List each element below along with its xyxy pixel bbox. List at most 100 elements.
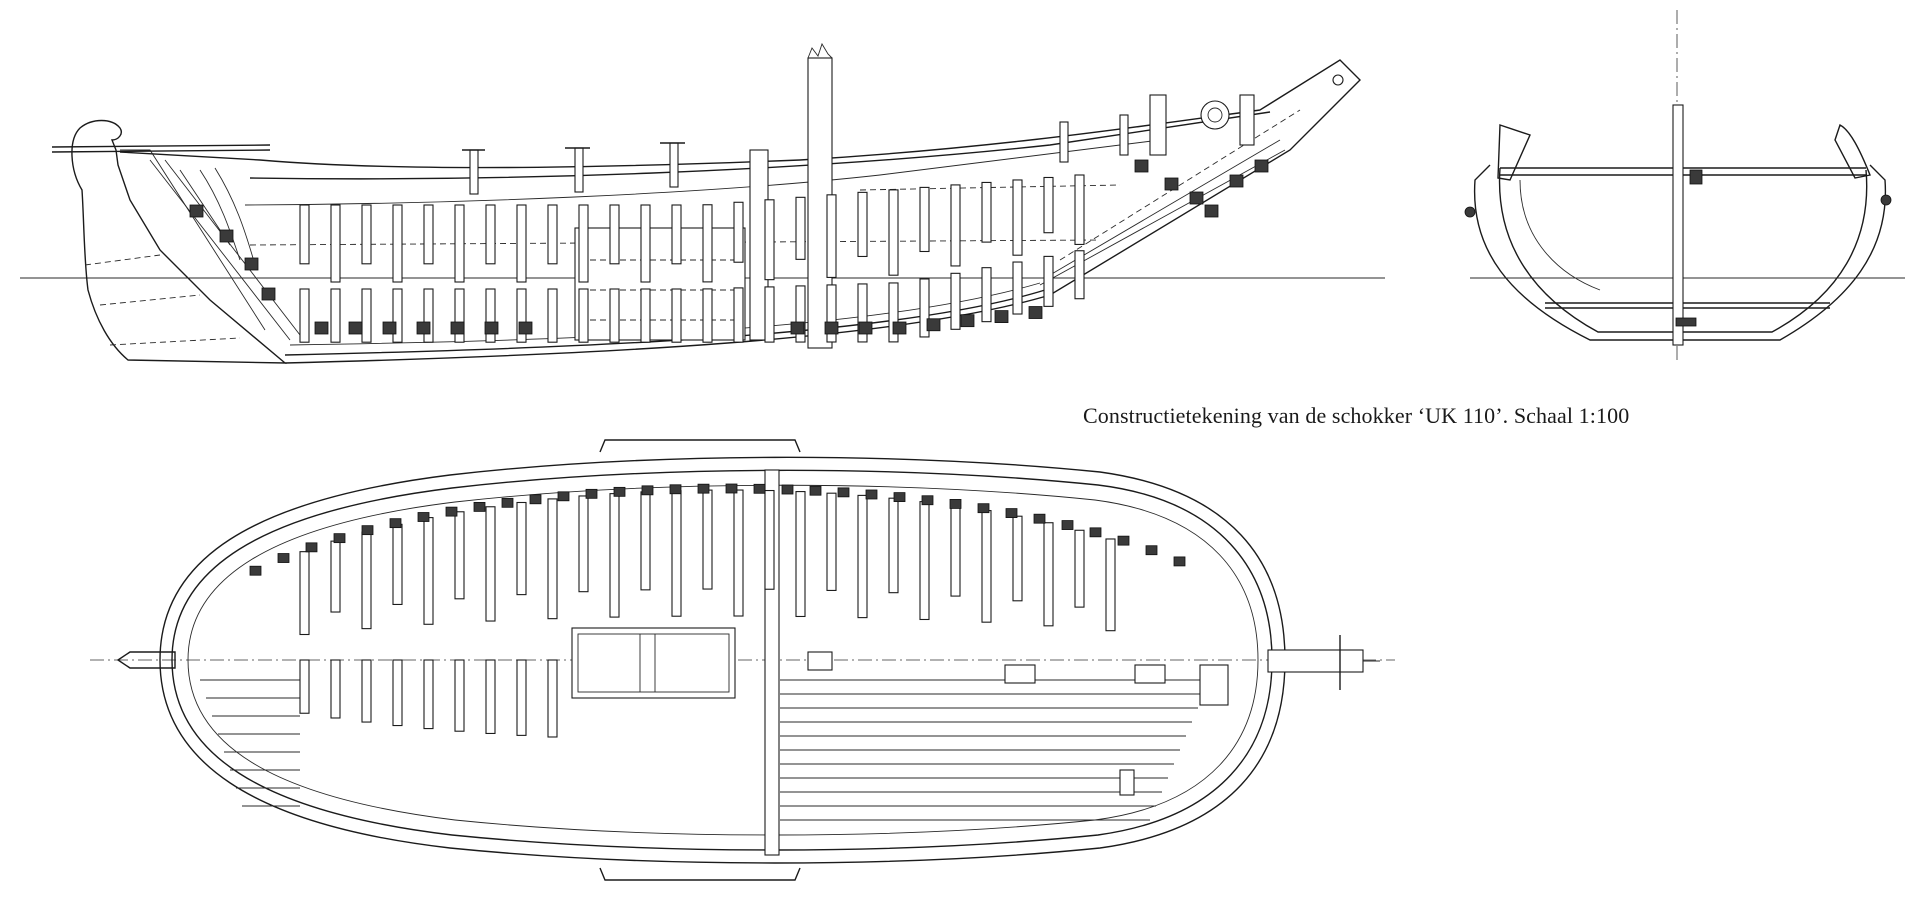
frame [733, 201, 744, 263]
plan-frame [547, 498, 558, 620]
frame [330, 288, 341, 343]
frame-head [977, 503, 990, 514]
frame [578, 204, 589, 283]
frame-head [445, 506, 458, 517]
frame-section [484, 321, 499, 335]
frame-head [529, 494, 542, 505]
frame-section [1204, 204, 1219, 218]
frame-section [1028, 306, 1043, 319]
frame [516, 204, 527, 283]
frame [485, 288, 496, 343]
frame [981, 181, 992, 243]
plan-frame [299, 551, 310, 636]
plan-frame [950, 505, 961, 597]
frame-section [994, 310, 1009, 324]
frame-head [501, 497, 514, 508]
frame-section [858, 321, 873, 335]
frame-section [189, 204, 204, 218]
frame-section [790, 321, 805, 335]
plan-frame [733, 489, 744, 617]
frame [826, 194, 837, 278]
plan-frames [299, 489, 1116, 738]
frame [423, 204, 434, 265]
frame-head [389, 518, 402, 529]
frame [454, 204, 465, 283]
plan-frame [1074, 529, 1085, 608]
frame [919, 278, 930, 338]
frame-head [753, 483, 766, 494]
plan-frame [1043, 522, 1054, 627]
plan-frame [330, 659, 341, 719]
frame [1074, 250, 1085, 300]
frame [578, 288, 589, 343]
drawing-caption: Constructietekening van de schokker ‘UK … [1083, 403, 1630, 428]
leeboard-bottom [599, 867, 801, 881]
plan-frame [826, 492, 837, 591]
frame [888, 189, 899, 276]
frame-head [1145, 545, 1158, 556]
frame-head [921, 495, 934, 506]
frame [423, 288, 434, 343]
frame-section [382, 321, 397, 335]
frame [640, 204, 651, 283]
frame [857, 191, 868, 258]
frame-head [697, 483, 710, 494]
frame [1012, 179, 1023, 256]
frame [1074, 174, 1085, 245]
frame [1043, 176, 1054, 234]
deck-planking [200, 679, 1210, 821]
frame [640, 288, 651, 343]
frame [919, 186, 930, 253]
plan-frame-heads [249, 483, 1186, 576]
frame-head [557, 491, 570, 502]
deck-plan-view [90, 439, 1395, 881]
frame-head [865, 489, 878, 500]
frame [609, 204, 620, 265]
frame-section [219, 229, 234, 243]
frame [454, 288, 465, 343]
frame [764, 199, 775, 281]
plan-frame [578, 495, 589, 593]
plan-frame [516, 659, 527, 736]
plan-frame [299, 659, 310, 714]
frame-head [809, 485, 822, 496]
section-hull [1473, 164, 1887, 341]
frame-section [1254, 159, 1269, 173]
winch [1200, 100, 1230, 130]
plan-frame [454, 659, 465, 732]
frame-head [1005, 508, 1018, 518]
plan-frame [392, 523, 403, 606]
plan-frame [888, 497, 899, 594]
frame [392, 204, 403, 283]
plan-frame [361, 531, 372, 630]
frame-head [305, 542, 318, 553]
plan-frame [392, 659, 403, 727]
frame [392, 288, 403, 343]
side-frames [299, 174, 1085, 343]
frame [702, 204, 713, 283]
frame [361, 204, 372, 265]
frame [516, 288, 527, 343]
frame-head [669, 484, 682, 495]
frame-head [473, 502, 486, 512]
frame-head [333, 533, 346, 544]
frame-section [416, 321, 431, 335]
plan-frame [1105, 538, 1116, 632]
frame-section [1189, 191, 1204, 205]
frame-section [450, 321, 465, 335]
frame-section [1164, 177, 1179, 191]
frame [826, 284, 837, 343]
frame [857, 283, 868, 343]
frame-head [781, 484, 794, 495]
plan-frame [423, 517, 434, 625]
frame [547, 204, 558, 265]
plan-frame [609, 493, 620, 618]
frame [795, 196, 806, 260]
frame [1043, 255, 1054, 307]
frame-section [244, 257, 259, 271]
frame [1012, 261, 1023, 315]
plan-frame [640, 491, 651, 591]
frame-head [585, 488, 598, 499]
frame [547, 288, 558, 343]
plan-frame [795, 491, 806, 618]
